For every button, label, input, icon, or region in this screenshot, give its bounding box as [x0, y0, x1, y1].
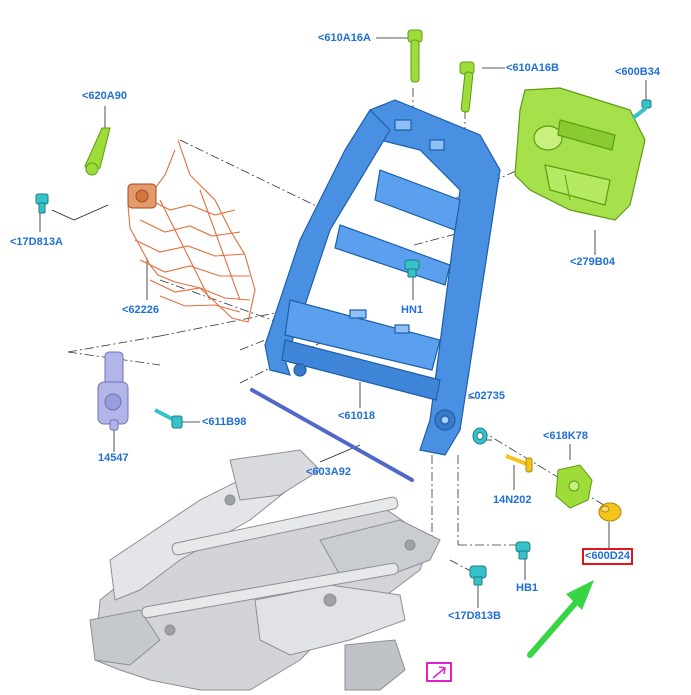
- trim-strip: [250, 388, 414, 482]
- back-panel: [514, 87, 646, 221]
- bolt-611B98: [154, 408, 183, 429]
- label-17D813B[interactable]: <17D813B: [448, 610, 501, 622]
- label-610A16B[interactable]: <610A16B: [506, 62, 559, 74]
- wire-suspension: [127, 139, 256, 323]
- seat-back-frame: [264, 99, 501, 456]
- screw-600B34: [631, 99, 652, 120]
- label-HN1[interactable]: HN1: [401, 304, 424, 316]
- marker-arrow-glyph: [432, 666, 446, 679]
- recliner-lever: [84, 127, 111, 176]
- clip-HN1: [404, 259, 420, 278]
- label-14N202[interactable]: 14N202: [493, 494, 532, 506]
- label-618K78[interactable]: <618K78: [543, 430, 588, 442]
- clip-17D813A: [35, 193, 49, 214]
- label-610A16A[interactable]: <610A16A: [318, 32, 371, 44]
- seat-track-frame: [89, 449, 441, 691]
- label-HB1[interactable]: HB1: [516, 582, 539, 594]
- navigation-marker-box[interactable]: [426, 662, 452, 682]
- clip-17D813B: [469, 565, 487, 586]
- fasteners: [35, 193, 531, 586]
- label-603A92[interactable]: <603A92: [306, 466, 351, 478]
- pin-14N202: [505, 454, 533, 473]
- label-02735[interactable]: <02735: [468, 390, 506, 402]
- recliner-motor: [97, 351, 129, 431]
- label-62226[interactable]: <62226: [122, 304, 160, 316]
- label-600B34[interactable]: <600B34: [615, 66, 660, 78]
- clip-HB1: [515, 541, 531, 560]
- label-61018[interactable]: <61018: [338, 410, 376, 422]
- lumbar-actuator: [127, 183, 157, 209]
- label-611B98[interactable]: <611B98: [202, 416, 247, 428]
- label-279B04[interactable]: <279B04: [570, 256, 615, 268]
- label-14547[interactable]: 14547: [98, 452, 129, 464]
- label-620A90[interactable]: <620A90: [82, 90, 127, 102]
- label-17D813A[interactable]: <17D813A: [10, 236, 63, 248]
- handle-618K78: [555, 464, 593, 509]
- pointer-arrow: [527, 580, 594, 658]
- label-600D24-highlighted[interactable]: <600D24: [582, 548, 633, 565]
- cap-600D24: [598, 502, 622, 522]
- headrest-guides: [407, 29, 475, 113]
- washer-02735: [472, 427, 488, 445]
